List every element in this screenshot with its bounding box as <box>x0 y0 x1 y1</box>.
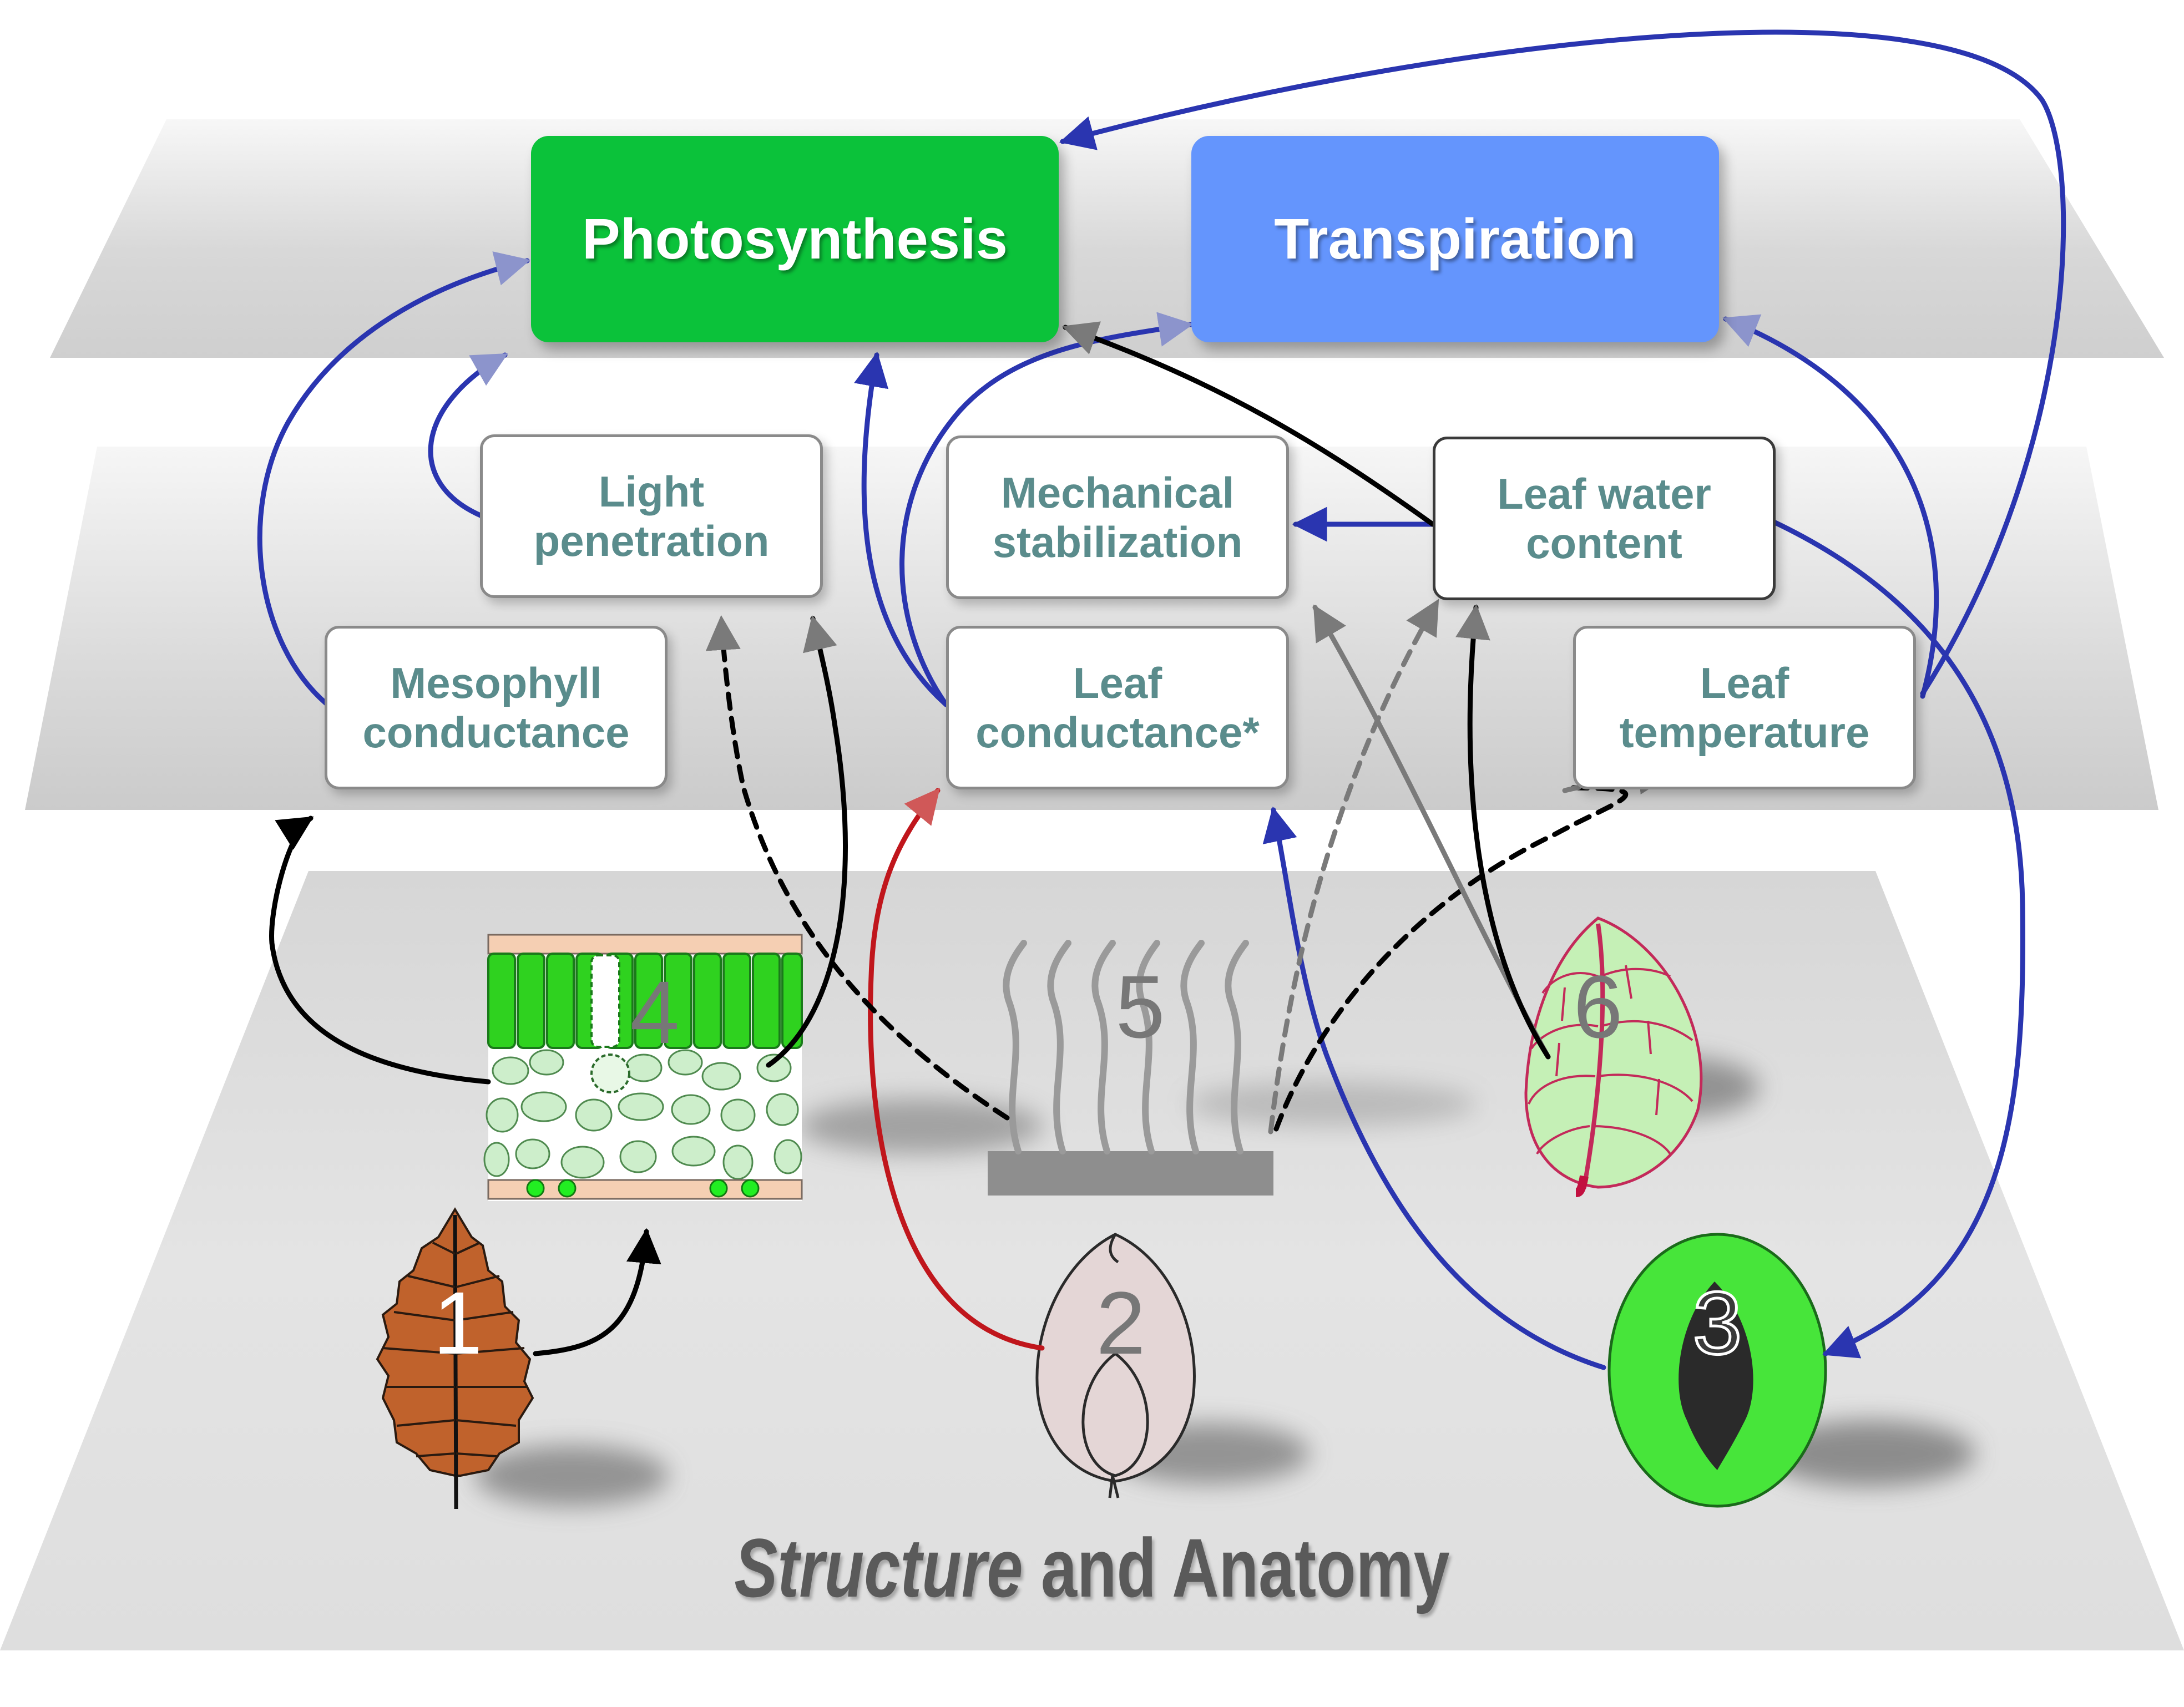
mechanical-stabilization-line1: Mechanical <box>1000 468 1235 518</box>
structure-number-2: 2 <box>1096 1273 1146 1372</box>
veined-leaf-icon: 6 <box>1524 916 1703 1197</box>
light-penetration-line2: penetration <box>533 516 770 565</box>
transpiration-box: Transpiration <box>1191 136 1719 342</box>
arrow-light-to-photosynthesis <box>428 352 508 519</box>
arrow-conductance-to-photosynthesis <box>854 351 949 707</box>
mesophyll-conductance-line2: conductance <box>362 707 630 757</box>
arrow-anatomy-to-light <box>766 615 848 1068</box>
arrow-stomata-leaf-to-conductance <box>1262 806 1606 1370</box>
arrow-water-to-photosynthesis <box>1062 321 1435 527</box>
arrow-mesophyll-to-photosynthesis <box>257 251 531 707</box>
arrow-hairs-to-temperature <box>1273 785 1629 1132</box>
title-italic-part: Structure <box>734 1521 1023 1614</box>
title-rest-part: and Anatomy <box>1023 1521 1450 1614</box>
light-penetration-line1: Light <box>598 467 705 516</box>
bud-leaf-icon: 2 <box>1035 1233 1196 1498</box>
structure-number-4: 4 <box>630 963 680 1062</box>
leaf-temperature-line1: Leaf <box>1700 659 1789 708</box>
arrow-bud-to-conductance <box>868 788 1045 1351</box>
arrow-hairs-to-water <box>1268 599 1440 1134</box>
leaf-hairs-icon: 5 <box>988 940 1273 1196</box>
arrow-leaf-to-anatomy <box>533 1228 661 1356</box>
leaf-temperature-line2: temperature <box>1619 707 1870 757</box>
arrow-temperature-to-photosynthesis <box>1059 29 2066 696</box>
arrow-veins-to-water <box>1455 604 1551 1060</box>
structure-number-3: 3 <box>1693 1273 1742 1372</box>
leaf-water-content-line2: content <box>1526 518 1682 568</box>
arrow-water-to-stomata-leaf <box>1770 519 2025 1359</box>
mesophyll-conductance-line1: Mesophyll <box>390 659 602 708</box>
arrow-hairs-to-light <box>705 615 1010 1121</box>
serrated-leaf-icon: 1 <box>376 1207 534 1510</box>
leaf-water-content-line1: Leaf water <box>1497 469 1711 519</box>
arrow-anatomy-to-mesophyll <box>269 815 491 1085</box>
photosynthesis-box: Photosynthesis <box>531 136 1059 342</box>
structure-number-1: 1 <box>433 1273 483 1372</box>
leaf-conductance-line2: conductance* <box>975 707 1260 757</box>
structure-number-5: 5 <box>1116 957 1165 1056</box>
structure-anatomy-title: Structure and Anatomy <box>240 1520 1944 1616</box>
leaf-conductance-line1: Leaf <box>1073 659 1162 708</box>
leaf-cross-section-icon: 4 <box>483 934 803 1201</box>
process-plane <box>50 119 2164 358</box>
relationship-arrows <box>257 29 2066 1370</box>
mechanical-stabilization-line2: stabilization <box>992 517 1243 566</box>
structure-number-6: 6 <box>1574 957 1623 1056</box>
arrow-temperature-to-transpiration <box>1722 314 1939 699</box>
stomata-leaf-icon: 3 <box>1607 1233 1827 1508</box>
